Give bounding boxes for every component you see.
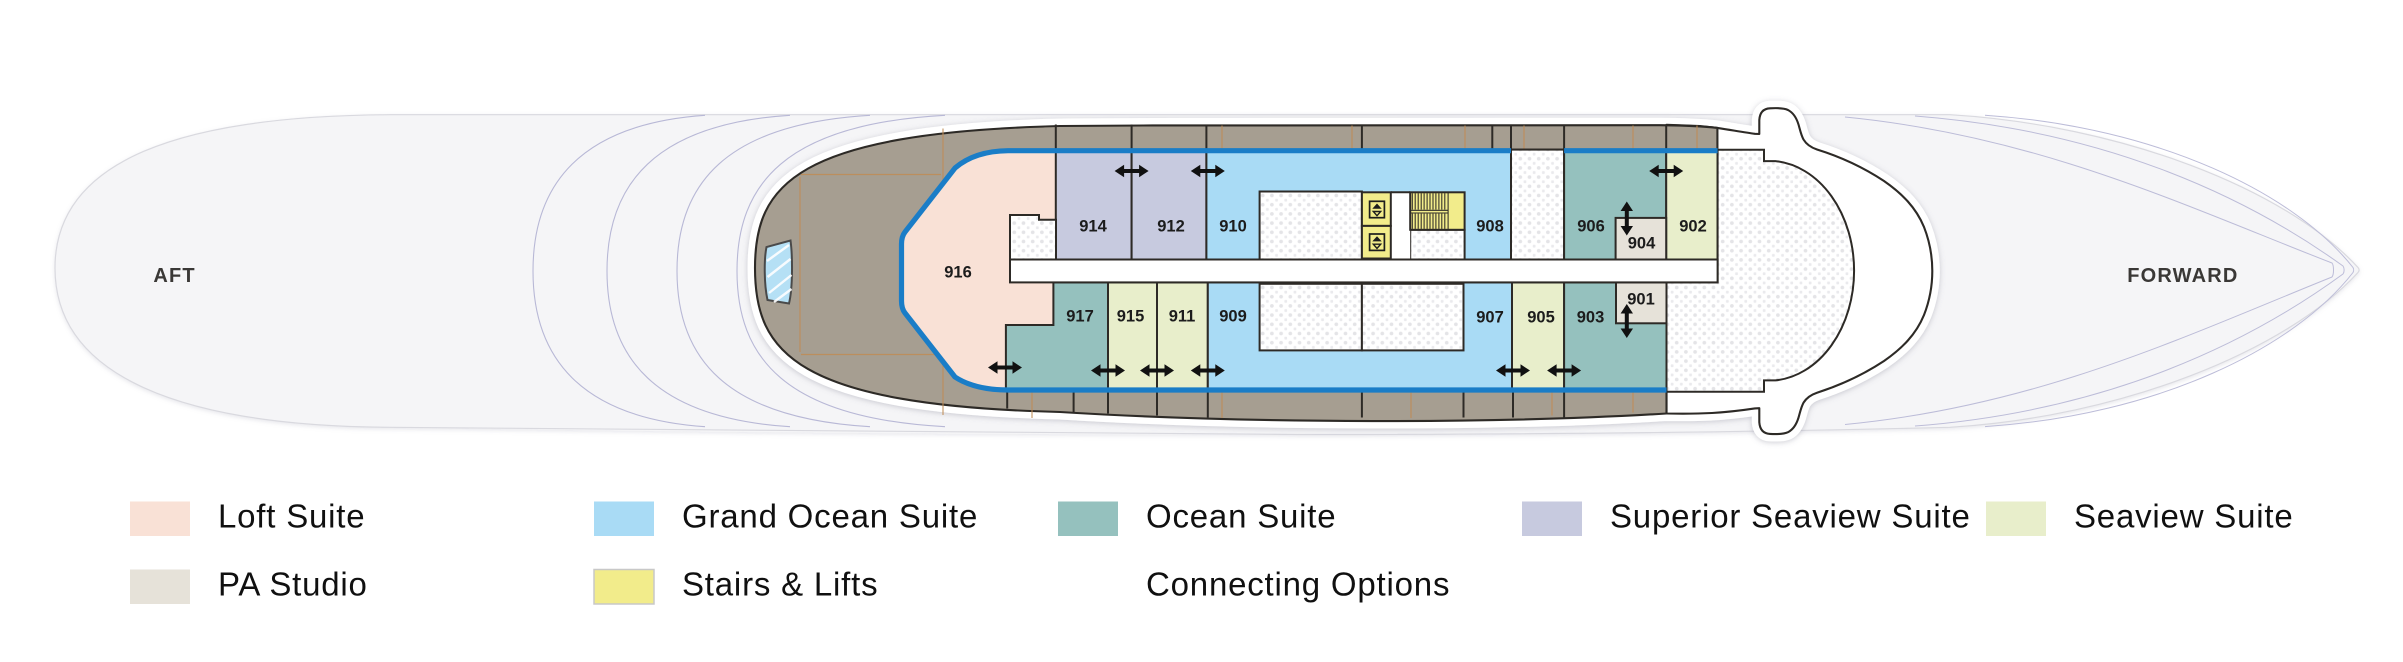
svg-text:910: 910 [1219, 218, 1247, 236]
svg-text:AFT: AFT [153, 265, 195, 287]
svg-text:Connecting Options: Connecting Options [1146, 566, 1450, 603]
svg-text:912: 912 [1157, 218, 1185, 236]
svg-text:906: 906 [1577, 218, 1605, 236]
svg-text:914: 914 [1079, 218, 1107, 236]
svg-text:903: 903 [1577, 309, 1605, 327]
svg-text:908: 908 [1476, 218, 1504, 236]
svg-text:911: 911 [1169, 308, 1196, 326]
svg-text:PA Studio: PA Studio [218, 566, 368, 603]
svg-text:Seaview Suite: Seaview Suite [2074, 498, 2294, 535]
svg-text:909: 909 [1219, 308, 1247, 326]
svg-text:916: 916 [944, 264, 972, 282]
svg-text:905: 905 [1527, 309, 1555, 327]
svg-text:901: 901 [1627, 291, 1655, 309]
svg-text:917: 917 [1066, 308, 1094, 326]
svg-text:904: 904 [1628, 235, 1656, 253]
svg-text:915: 915 [1117, 308, 1145, 326]
svg-text:Superior Seaview Suite: Superior Seaview Suite [1610, 498, 1971, 535]
svg-text:Ocean Suite: Ocean Suite [1146, 498, 1336, 535]
svg-text:Stairs & Lifts: Stairs & Lifts [682, 566, 878, 603]
svg-text:Loft Suite: Loft Suite [218, 498, 365, 535]
svg-text:902: 902 [1679, 218, 1707, 236]
svg-text:907: 907 [1476, 309, 1504, 327]
svg-text:Grand Ocean Suite: Grand Ocean Suite [682, 498, 978, 535]
svg-text:FORWARD: FORWARD [2127, 265, 2238, 287]
